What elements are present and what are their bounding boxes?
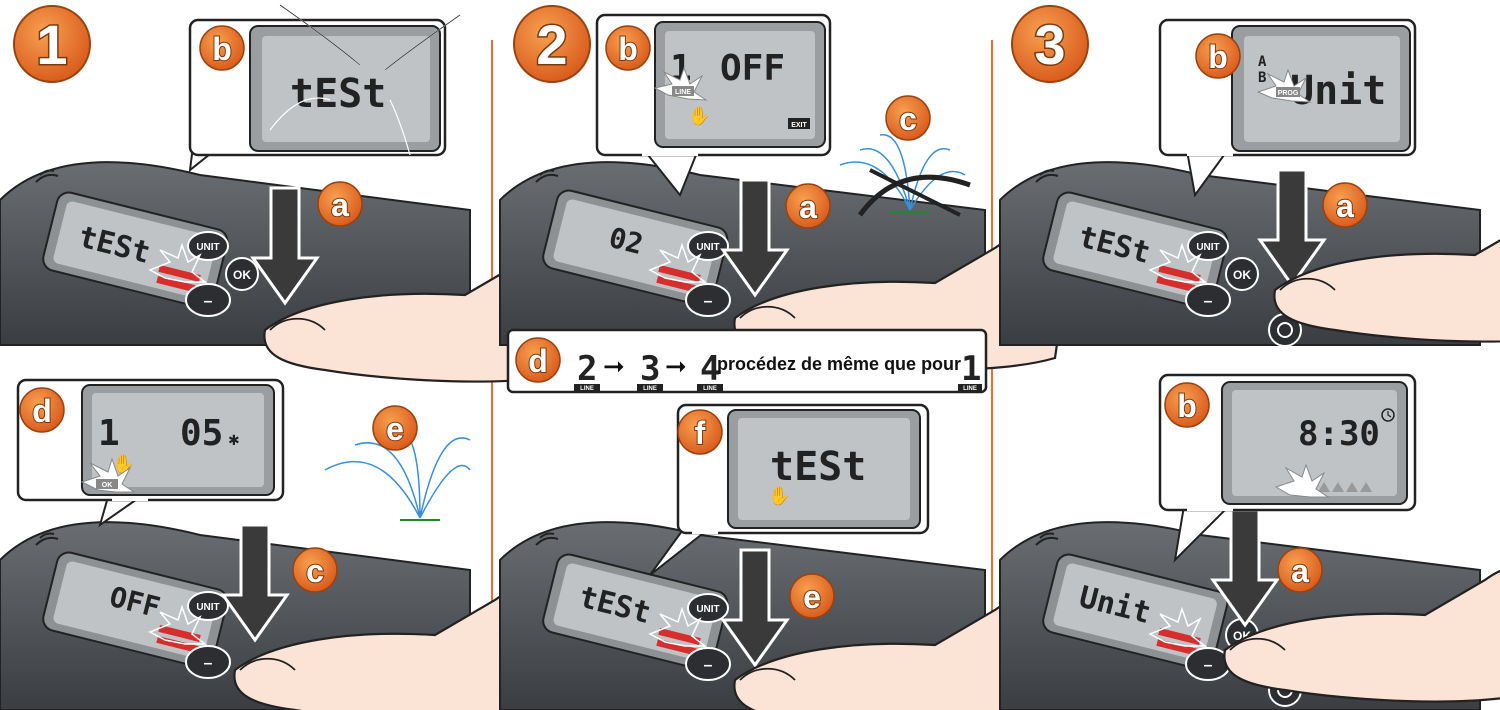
step-badge-3: 3: [1012, 6, 1088, 82]
unit-button[interactable]: UNIT: [1188, 232, 1228, 260]
minus-button-label: –: [1204, 657, 1213, 674]
minus-button[interactable]: –: [186, 284, 230, 316]
label-badge-e: e: [373, 406, 417, 450]
minus-button[interactable]: –: [1186, 284, 1230, 316]
minus-button[interactable]: –: [186, 646, 230, 678]
sprinkler-icon: ✱: [228, 432, 240, 448]
sequence-caption: procédez de même que pour: [717, 354, 961, 374]
unit-button[interactable]: UNIT: [188, 592, 228, 620]
clock-time: 8:30: [1298, 414, 1380, 454]
badge-letter: d: [528, 343, 548, 379]
zoom-screen-text: tESt: [290, 71, 386, 117]
line-tag-label: LINE: [703, 386, 717, 392]
minus-button[interactable]: –: [686, 284, 730, 316]
label-badge-b: b: [606, 26, 650, 70]
ok-button-label: OK: [233, 268, 251, 282]
label-badge-b: b: [1196, 34, 1240, 78]
minus-button-label: –: [1204, 293, 1213, 310]
badge-letter: f: [695, 415, 706, 451]
badge-letter: c: [899, 101, 917, 137]
minus-button[interactable]: –: [686, 648, 730, 680]
hand-icon: ✋: [768, 485, 790, 506]
program-b-label: B: [1258, 70, 1266, 86]
zoom-screen-value: 05: [180, 413, 223, 454]
sequence-line-3: 3: [640, 349, 660, 389]
line-number: 1: [98, 413, 120, 454]
hand-icon: ✋: [688, 105, 710, 126]
label-badge-c: c: [293, 548, 337, 592]
program-a-label: A: [1258, 54, 1267, 70]
arrow-right-icon: ➞: [665, 351, 687, 381]
unit-button[interactable]: UNIT: [688, 232, 728, 260]
minus-button-label: –: [704, 293, 713, 310]
badge-letter: b: [212, 31, 232, 67]
unit-button-label: UNIT: [196, 242, 219, 253]
unit-button-label: UNIT: [196, 602, 219, 613]
step-number: 3: [1034, 13, 1065, 76]
prog-tag-label: PROG: [1278, 90, 1299, 97]
label-badge-a: a: [786, 184, 830, 228]
label-badge-a: a: [318, 182, 362, 226]
badge-letter: b: [1177, 388, 1197, 424]
line-sequence-note: 2 LINE ➞ 3 LINE ➞ 4 LINE procédez de mêm…: [508, 330, 986, 392]
step-badge-1: 1: [14, 6, 90, 82]
badge-letter: e: [386, 411, 404, 447]
unit-button[interactable]: UNIT: [188, 232, 228, 260]
label-badge-b: b: [200, 26, 244, 70]
minus-button-label: –: [204, 293, 213, 310]
label-badge-a: a: [1278, 548, 1322, 592]
step-number: 2: [536, 13, 567, 76]
unit-button-label: UNIT: [1196, 242, 1219, 253]
label-badge-c: c: [886, 96, 930, 140]
ok-tag-label: OK: [102, 482, 113, 489]
exit-tag-label: EXIT: [791, 122, 807, 129]
badge-letter: a: [799, 189, 817, 225]
badge-letter: b: [618, 31, 638, 67]
badge-letter: c: [306, 553, 324, 589]
badge-letter: e: [803, 579, 821, 615]
minus-button-label: –: [704, 657, 713, 674]
badge-letter: a: [331, 187, 349, 223]
arrow-right-icon: ➞: [603, 351, 625, 381]
zoom-screen-value: OFF: [720, 48, 785, 89]
zoom-screen-text: Unit: [1290, 68, 1386, 114]
sequence-line-1: 1: [961, 349, 981, 389]
badge-letter: b: [1208, 39, 1228, 75]
ok-button[interactable]: OK: [1226, 258, 1258, 290]
zoom-screen-text: tESt: [770, 444, 866, 490]
sequence-line-2: 2: [577, 349, 597, 389]
step-number: 1: [36, 13, 67, 76]
minus-button[interactable]: –: [1186, 648, 1230, 680]
line-tag-label: LINE: [675, 89, 691, 96]
panel-2-top: 02 UNIT – 1 OFF LINE ✋ EXIT: [500, 15, 1067, 370]
badge-letter: a: [1336, 188, 1354, 224]
panel-3-bottom: Unit OK – 8:30: [1000, 375, 1500, 710]
unit-button-label: UNIT: [696, 604, 719, 615]
ok-button[interactable]: OK: [226, 258, 258, 290]
panel-2-bottom: tESt UNIT – tESt ✋: [500, 405, 1067, 710]
step-badge-2: 2: [514, 6, 590, 82]
unit-button[interactable]: UNIT: [688, 594, 728, 622]
label-badge-b: b: [1165, 383, 1209, 427]
line-tag-label: LINE: [643, 386, 657, 392]
label-badge-d: d: [20, 388, 64, 432]
label-badge-f: f: [678, 410, 722, 454]
label-badge-a: a: [1323, 183, 1367, 227]
line-tag-label: LINE: [580, 386, 594, 392]
ok-button-label: OK: [1233, 268, 1251, 282]
label-badge-e: e: [790, 574, 834, 618]
badge-letter: a: [1291, 553, 1309, 589]
panel-1-bottom: OFF UNIT – 1 05 ✱ ✋ OK: [0, 380, 567, 710]
label-badge-d: d: [516, 338, 560, 382]
line-tag-label: LINE: [963, 386, 977, 392]
unit-button-label: UNIT: [696, 242, 719, 253]
minus-button-label: –: [204, 655, 213, 672]
badge-letter: d: [32, 393, 52, 429]
